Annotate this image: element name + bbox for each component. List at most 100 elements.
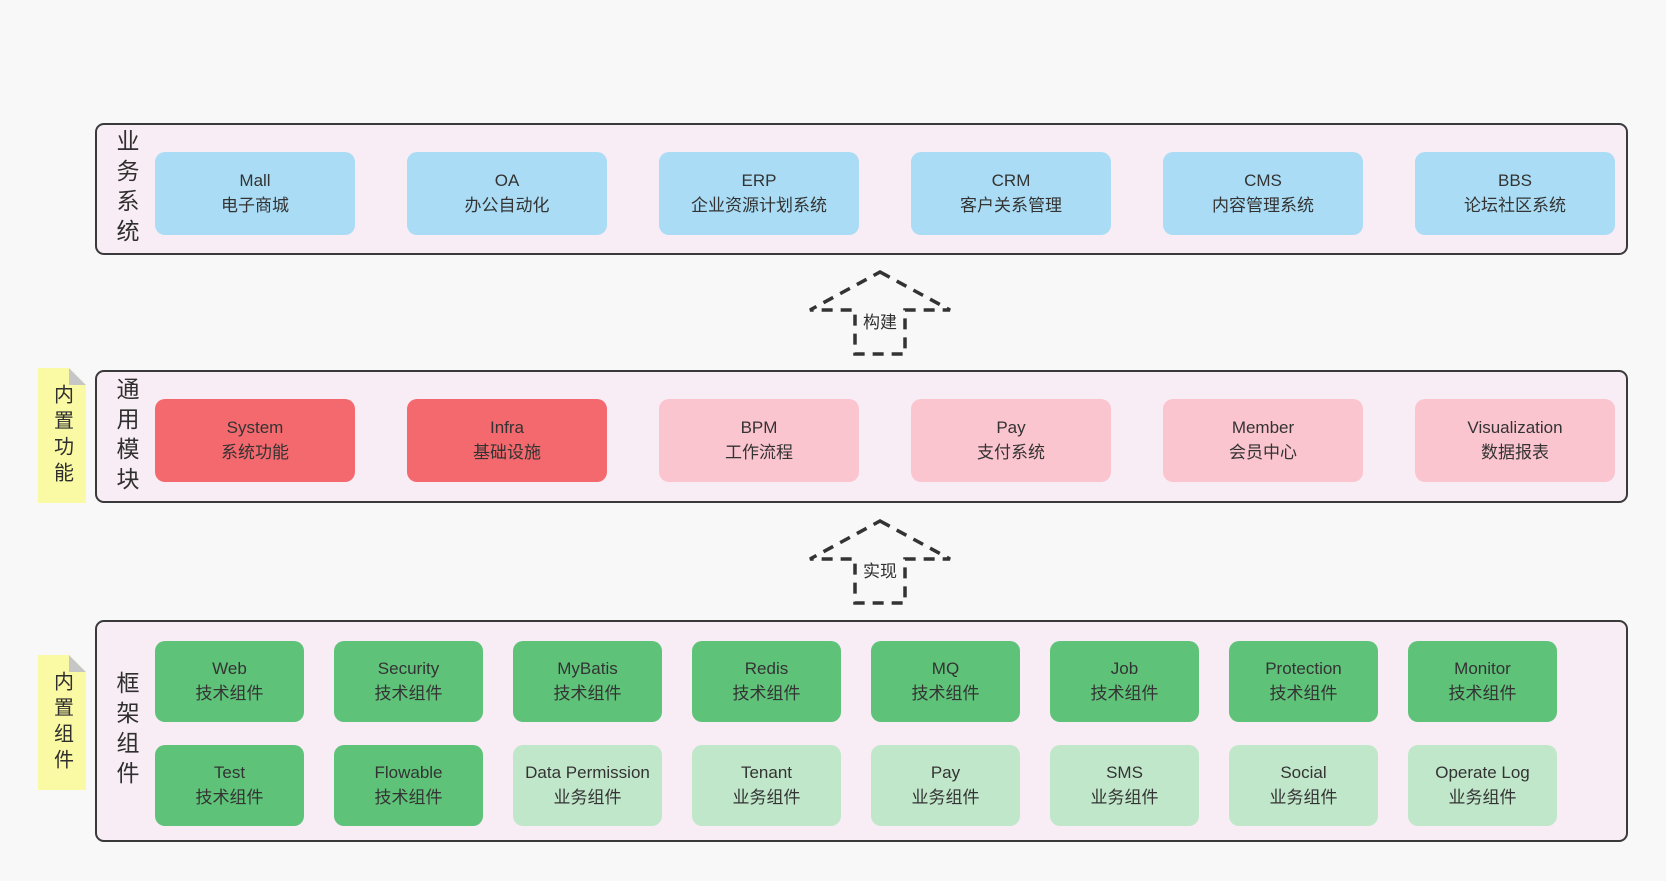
- box-visualization: Visualization 数据报表: [1415, 399, 1615, 482]
- box-name: SMS: [1106, 763, 1143, 783]
- box-desc: 技术组件: [911, 683, 980, 703]
- builtin-components-note-text: 内置组件: [50, 670, 73, 775]
- box-desc: 支付系统: [977, 442, 1045, 462]
- box-social: Social 业务组件: [1229, 745, 1378, 826]
- box-member: Member 会员中心: [1163, 399, 1363, 482]
- box-name: Tenant: [740, 763, 793, 783]
- box-name: Test: [213, 763, 246, 783]
- box-name: Protection: [1265, 659, 1342, 679]
- box-name: Pay: [930, 763, 961, 783]
- box-job: Job 技术组件: [1050, 641, 1199, 722]
- box-infra: Infra 基础设施: [407, 399, 607, 482]
- builtin-features-note: 内置功能: [38, 368, 86, 503]
- box-name: Web: [212, 659, 247, 679]
- framework-components-panel: 框架组件 Web 技术组件 Security 技术组件 MyBatis 技术组件…: [95, 620, 1628, 842]
- box-tenant: Tenant 业务组件: [692, 745, 841, 826]
- common-modules-row: System 系统功能 Infra 基础设施 BPM 工作流程 Pay 支付系统…: [155, 399, 1615, 482]
- box-desc: 业务组件: [911, 787, 980, 807]
- box-mybatis: MyBatis 技术组件: [513, 641, 662, 722]
- box-flowable: Flowable 技术组件: [334, 745, 483, 826]
- box-name: CMS: [1244, 171, 1282, 191]
- box-oa: OA 办公自动化: [407, 152, 607, 235]
- box-monitor: Monitor 技术组件: [1408, 641, 1557, 722]
- common-modules-label: 通用模块: [113, 376, 139, 497]
- box-desc: 基础设施: [473, 442, 541, 462]
- box-name: Social: [1280, 763, 1327, 783]
- box-web: Web 技术组件: [155, 641, 304, 722]
- builtin-features-note-text: 内置功能: [50, 383, 73, 488]
- box-sms: SMS 业务组件: [1050, 745, 1199, 826]
- build-arrow: 构建: [808, 270, 952, 356]
- box-desc: 技术组件: [195, 683, 264, 703]
- box-name: Security: [377, 659, 440, 679]
- box-desc: 技术组件: [732, 683, 801, 703]
- box-name: Operate Log: [1435, 763, 1530, 783]
- box-desc: 电子商城: [221, 195, 289, 215]
- box-system: System 系统功能: [155, 399, 355, 482]
- box-name: Member: [1231, 418, 1295, 438]
- box-security: Security 技术组件: [334, 641, 483, 722]
- box-desc: 业务组件: [732, 787, 801, 807]
- box-desc: 办公自动化: [464, 195, 550, 215]
- box-pay-module: Pay 支付系统: [911, 399, 1111, 482]
- box-name: BPM: [740, 418, 778, 438]
- box-desc: 会员中心: [1229, 442, 1297, 462]
- box-desc: 技术组件: [1269, 683, 1338, 703]
- up-arrow-icon: [809, 270, 951, 356]
- box-bpm: BPM 工作流程: [659, 399, 859, 482]
- folded-corner-icon: [69, 655, 86, 672]
- box-desc: 技术组件: [374, 787, 443, 807]
- box-data-permission: Data Permission 业务组件: [513, 745, 662, 826]
- box-name: ERP: [741, 171, 777, 191]
- box-desc: 论坛社区系统: [1464, 195, 1566, 215]
- up-arrow-icon: [809, 519, 951, 605]
- box-desc: 业务组件: [1269, 787, 1338, 807]
- box-name: Flowable: [374, 763, 443, 783]
- builtin-components-note: 内置组件: [38, 655, 86, 790]
- box-desc: 客户关系管理: [960, 195, 1062, 215]
- box-name: System: [226, 418, 284, 438]
- box-desc: 内容管理系统: [1212, 195, 1314, 215]
- box-name: OA: [494, 171, 520, 191]
- box-name: Monitor: [1454, 659, 1511, 679]
- box-desc: 业务组件: [1090, 787, 1159, 807]
- framework-components-label: 框架组件: [113, 671, 139, 791]
- box-operate-log: Operate Log 业务组件: [1408, 745, 1557, 826]
- box-mall: Mall 电子商城: [155, 152, 355, 235]
- box-desc: 技术组件: [1448, 683, 1517, 703]
- business-systems-panel: 业务系统 Mall 电子商城 OA 办公自动化 ERP 企业资源计划系统 CRM…: [95, 123, 1628, 255]
- box-cms: CMS 内容管理系统: [1163, 152, 1363, 235]
- folded-corner-icon: [69, 368, 86, 385]
- box-crm: CRM 客户关系管理: [911, 152, 1111, 235]
- box-protection: Protection 技术组件: [1229, 641, 1378, 722]
- box-desc: 技术组件: [195, 787, 264, 807]
- box-desc: 工作流程: [725, 442, 793, 462]
- implement-arrow-label: 实现: [860, 557, 900, 582]
- framework-components-row-1: Web 技术组件 Security 技术组件 MyBatis 技术组件 Redi…: [155, 641, 1557, 722]
- box-desc: 技术组件: [553, 683, 622, 703]
- box-name: MQ: [931, 659, 960, 679]
- box-name: Infra: [489, 418, 525, 438]
- box-desc: 企业资源计划系统: [691, 195, 827, 215]
- implement-arrow: 实现: [808, 519, 952, 605]
- business-systems-row: Mall 电子商城 OA 办公自动化 ERP 企业资源计划系统 CRM 客户关系…: [155, 152, 1615, 235]
- box-erp: ERP 企业资源计划系统: [659, 152, 859, 235]
- box-name: CRM: [991, 171, 1031, 191]
- business-systems-label: 业务系统: [113, 129, 139, 249]
- box-mq: MQ 技术组件: [871, 641, 1020, 722]
- box-desc: 系统功能: [221, 442, 289, 462]
- box-name: Job: [1110, 659, 1139, 679]
- box-name: Visualization: [1467, 418, 1563, 438]
- box-bbs: BBS 论坛社区系统: [1415, 152, 1615, 235]
- framework-components-row-2: Test 技术组件 Flowable 技术组件 Data Permission …: [155, 745, 1557, 826]
- common-modules-panel: 通用模块 System 系统功能 Infra 基础设施 BPM 工作流程 Pay…: [95, 370, 1628, 503]
- box-desc: 数据报表: [1481, 442, 1549, 462]
- build-arrow-label: 构建: [860, 308, 900, 333]
- box-name: Data Permission: [525, 763, 650, 783]
- box-name: BBS: [1497, 171, 1533, 191]
- box-desc: 业务组件: [1448, 787, 1517, 807]
- box-name: Mall: [239, 171, 271, 191]
- box-test: Test 技术组件: [155, 745, 304, 826]
- box-redis: Redis 技术组件: [692, 641, 841, 722]
